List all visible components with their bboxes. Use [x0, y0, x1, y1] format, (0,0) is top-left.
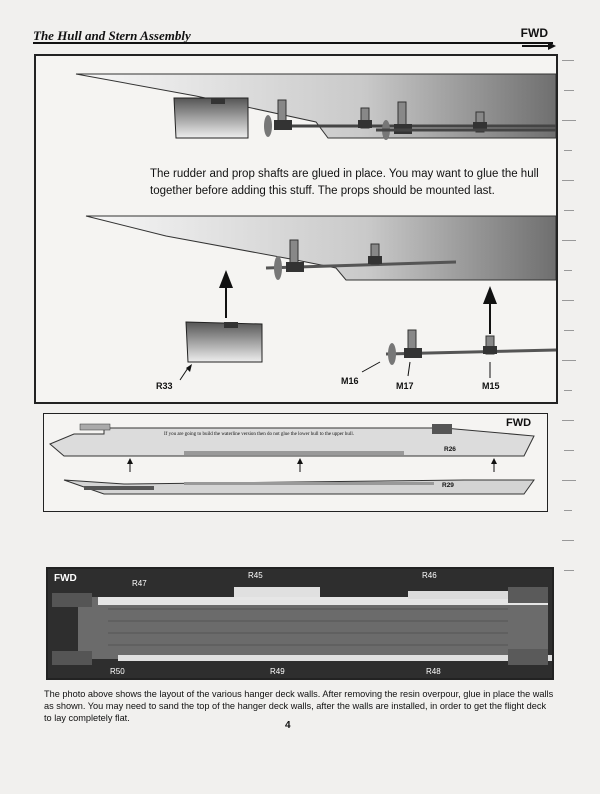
hanger-deck-photo: FWD R47 R45 R46 R50 R49 R48: [46, 567, 554, 680]
part-label-r26: R26: [444, 446, 456, 453]
prop-shaft-parts: [385, 329, 556, 365]
part-label-m16: M16: [341, 376, 359, 386]
stern-assembly-instructions: The rudder and prop shafts are glued in …: [150, 168, 539, 197]
waterline-note: If you are going to build the waterline …: [164, 432, 354, 437]
forward-direction-label: FWD: [520, 26, 548, 40]
photo-label-r46: R46: [422, 571, 437, 580]
hanger-deck-photo-image: [48, 569, 552, 678]
page-header-title: The Hull and Stern Assembly: [33, 28, 191, 43]
forward-arrow-icon: [522, 42, 556, 50]
rudder-part-r33: [185, 321, 263, 363]
photo-label-r49: R49: [270, 667, 285, 676]
page-number: 4: [285, 720, 291, 731]
part-label-m15: M15: [482, 381, 500, 391]
part-label-m17: M17: [396, 381, 414, 391]
part-label-r29: R29: [442, 482, 454, 489]
stern-hull-illustration: [75, 73, 556, 381]
stern-assembly-panel: The rudder and prop shafts are glued in …: [34, 54, 558, 404]
assembly-arrow-left: [219, 270, 233, 318]
margin-scan-marks: [562, 60, 576, 571]
photo-label-r47: R47: [132, 579, 147, 588]
part-label-r33: R33: [156, 381, 173, 391]
photo-label-r45: R45: [248, 571, 263, 580]
photo-label-r48: R48: [426, 667, 441, 676]
photo-label-r50: R50: [110, 667, 125, 676]
assembly-arrow-right: [483, 286, 497, 334]
photo-forward-label: FWD: [54, 573, 77, 584]
upper-hull-assembly: [75, 73, 556, 140]
forward-label: FWD: [506, 417, 532, 429]
middle-hull-assembly: [85, 215, 556, 281]
header-rule: [33, 42, 553, 44]
hull-side-illustration: [49, 423, 535, 495]
hull-waterline-panel: FWD If you are going to build the waterl…: [43, 413, 548, 512]
photo-caption: The photo above shows the layout of the …: [44, 689, 554, 723]
